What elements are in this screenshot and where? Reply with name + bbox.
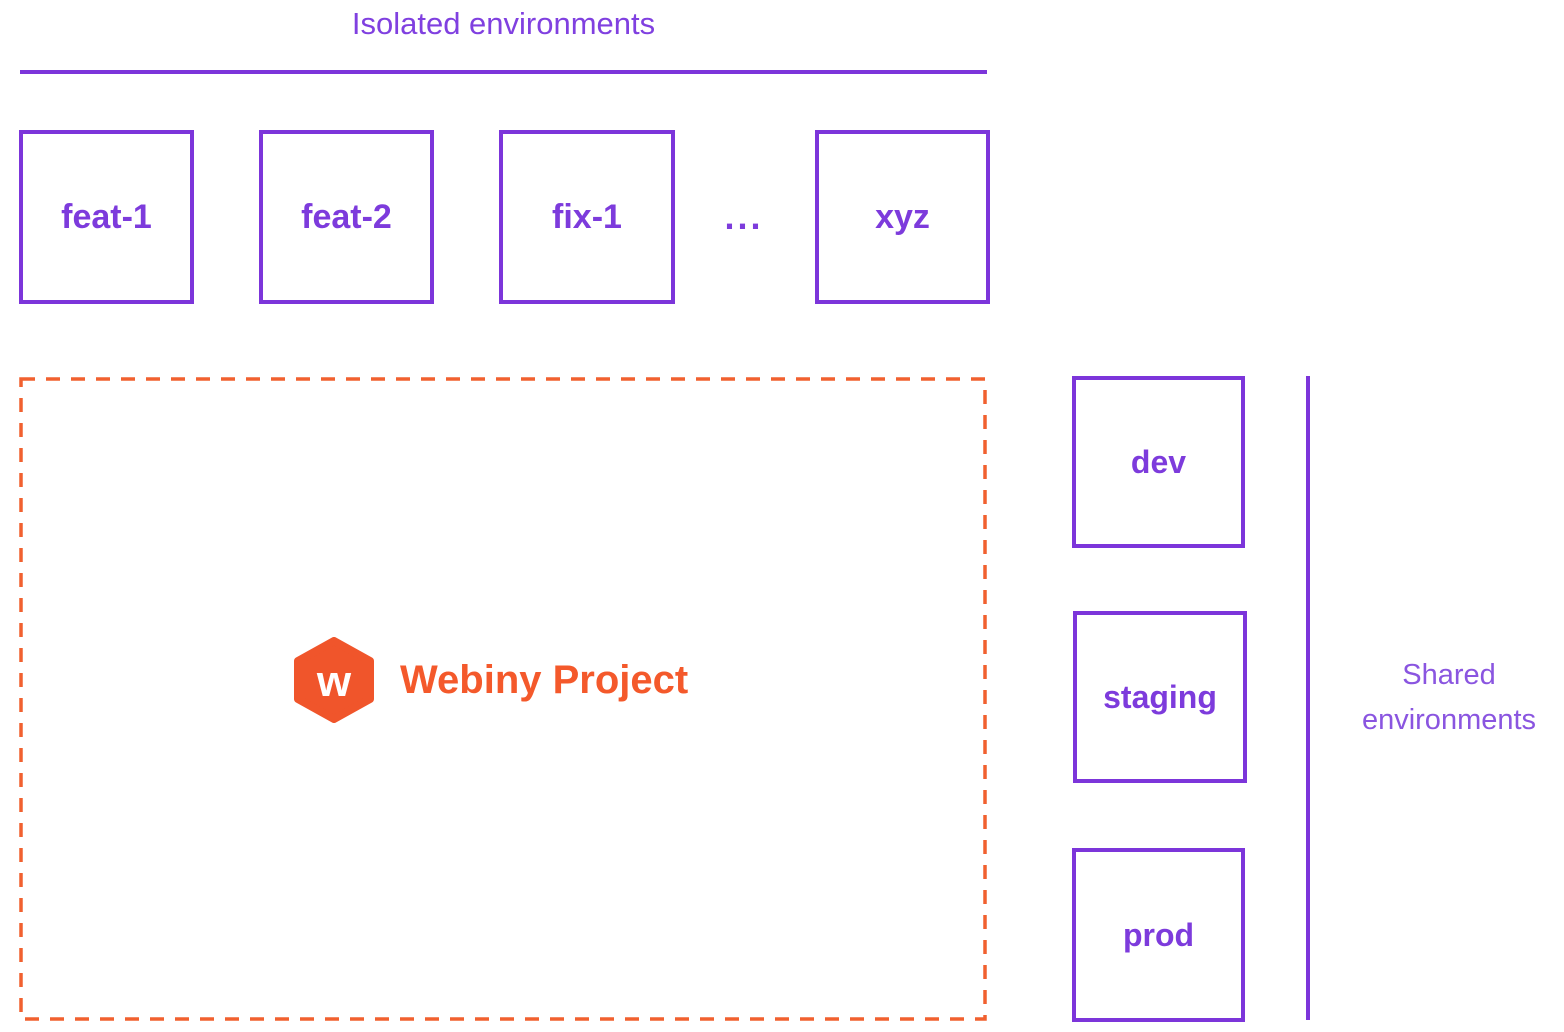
env-box-label: fix-1 [552,197,622,236]
env-box-fix-1: fix-1 [499,130,675,304]
shared-environments-title: Shared environments [1361,659,1537,736]
env-box-staging: staging [1073,611,1247,783]
shared-environments-divider [1306,376,1310,1020]
env-box-feat-1: feat-1 [19,130,194,304]
isolated-environments-title: Isolated environments [351,6,656,41]
isolated-environments-divider [20,70,987,74]
env-box-label: dev [1130,443,1187,480]
env-box-label: feat-2 [301,197,392,236]
webiny-logo-icon: w [294,637,374,723]
env-box-prod: prod [1072,848,1245,1022]
env-box-xyz: xyz [815,130,990,304]
webiny-project-brand: w Webiny Project [292,637,688,723]
env-box-label: staging [1103,678,1217,715]
webiny-project-label: Webiny Project [400,657,689,702]
env-box-label: feat-1 [61,197,152,236]
webiny-project-dashed-border [19,377,987,1021]
env-box-feat-2: feat-2 [259,130,434,304]
env-box-label: prod [1122,916,1195,953]
ellipsis-more-environments: ... [724,196,764,237]
env-box-label: xyz [875,197,930,236]
svg-text:w: w [316,657,352,706]
env-box-dev: dev [1072,376,1245,548]
